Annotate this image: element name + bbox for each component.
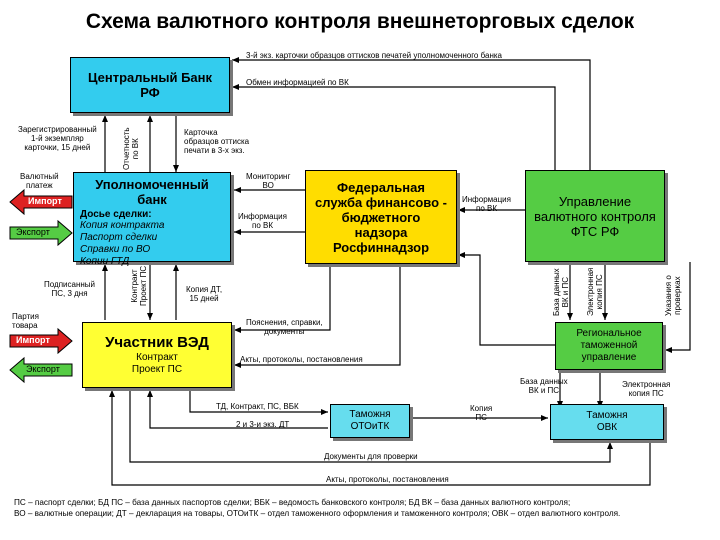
label-stamp-card: Карточка образцов оттиска печати в 3-х э… [184,128,250,155]
currency-payment-label: Валютный платеж [20,172,59,190]
bank-item-4: Копии ГТД [80,256,130,267]
fs-line5: Росфиннадзор [332,239,430,255]
label-dt-copies: 2 и 3-и экз. ДТ [236,420,290,429]
cb-line1: Центральный Банк [87,70,212,85]
line-explanations [234,265,331,333]
legend-line-1: ПС – паспорт сделки; БД ПС – база данных… [14,498,571,507]
cb-line2: РФ [140,85,160,100]
ved-title: Участник ВЭД [105,334,209,351]
label-reporting: Отчетность по ВК [122,127,140,170]
fs-line3: бюджетного [341,209,421,225]
page-title: Схема валютного контроля внешнеторговых … [85,10,635,33]
bank-item-2: Паспорт сделки [80,232,158,243]
label-dt-copy: Копия ДТ, 15 дней [186,285,223,303]
ovk-line1: Таможня [586,410,628,421]
central-bank-box: Центральный Банк РФ [70,57,230,113]
label-info-bk-fts: Информация по ВК [462,195,511,213]
legend-footer: ПС – паспорт сделки; БД ПС – база данных… [14,497,710,519]
label-db-vk-fts: База данных ВК и ПС [552,268,570,316]
fs-line2: служба финансово - [315,194,447,210]
label-docs-check: Документы для проверки [324,452,418,461]
label-instructions: Указания о проверках [664,275,682,316]
import-label-top: Импорт [28,196,62,206]
ved-participant-box: Участник ВЭД Контракт Проект ПС [82,322,232,388]
fts-box: Управление валютного контроля ФТС РФ [525,170,665,262]
line-rtu-fs [458,252,555,346]
fts-line1: Управление [558,193,632,209]
fts-line2: валютного контроля [534,208,656,224]
oto-line2: ОТОиТК [350,421,390,432]
goods-batch-label: Партия товара [12,312,39,330]
line-dt-copies [147,390,328,429]
fs-line1: Федеральная [337,179,425,195]
line-docs-check [129,390,613,463]
import-arrow-top [9,188,73,216]
fts-line3: ФТС РФ [570,223,620,239]
label-ecopy-fts: Электронная копия ПС [586,267,604,316]
rtu-line2: таможенной [580,340,638,351]
label-reg-card: Зарегистрированный 1-й экземпляр карточк… [18,125,97,152]
regional-customs-box: Региональное таможенной управление [555,322,663,370]
big-arrows [9,188,73,384]
rtu-line1: Региональное [576,328,642,339]
line-acts2 [109,390,651,486]
label-td-contract: ТД, Контракт, ПС, ВБК [216,402,299,411]
oto-line1: Таможня [349,409,391,420]
label-db-vk-rtu: База данных ВК и ПС [520,377,568,395]
export-label-bottom: Экспорт [26,364,60,374]
customs-ovk-box: Таможня ОВК [550,404,664,440]
label-acts-ovk: Акты, протоколы, постановления [326,475,449,484]
line-td-contract [189,390,328,415]
ovk-line2: ОВК [596,422,618,433]
bank-title: Уполномоченный банк [95,177,209,207]
legend-line-2: ВО – валютные операции; ДТ – декларация … [14,509,621,518]
label-info-bk-bank: Информация по ВК [238,212,287,230]
rosfinnadzor-box: Федеральная служба финансово - бюджетног… [305,170,457,264]
label-monitoring: Мониторинг ВО [246,172,291,190]
authorized-bank-box: Уполномоченный банк Досье сделки: Копия … [73,172,231,267]
rtu-line3: управление [581,352,637,363]
ved-line2: Проект ПС [131,364,183,375]
label-explanations: Пояснения, справки, документы [246,318,323,336]
label-ecopy-rtu: Электронная копия ПС [622,380,671,398]
line-cards-to-cb [232,57,591,215]
label-info-exchange: Обмен информацией по ВК [246,78,349,87]
bank-item-3: Справки по ВО [80,244,151,255]
line-acts1 [234,265,401,368]
bank-dossier: Досье сделки: [80,209,152,220]
label-ps-copy: Копия ПС [470,404,493,422]
line-instructions [665,262,691,353]
fs-line4: надзора [354,224,408,240]
ved-line1: Контракт [136,352,178,363]
import-label-bottom: Импорт [16,335,50,345]
export-arrow-bottom [9,356,73,384]
label-contract-ps: Контракт Проект ПС [130,265,148,306]
bank-item-1: Копия контракта [80,220,165,231]
label-cards-copy: 3-й экз. карточки образцов оттисков печа… [246,51,502,60]
import-arrow-bottom [9,327,73,355]
customs-oto-box: Таможня ОТОиТК [330,404,410,438]
label-signed-ps: Подписанный ПС, 3 дня [44,280,95,298]
export-arrow-top [9,219,73,247]
label-acts-fs: Акты, протоколы, постановления [240,355,363,364]
export-label-top: Экспорт [16,227,50,237]
